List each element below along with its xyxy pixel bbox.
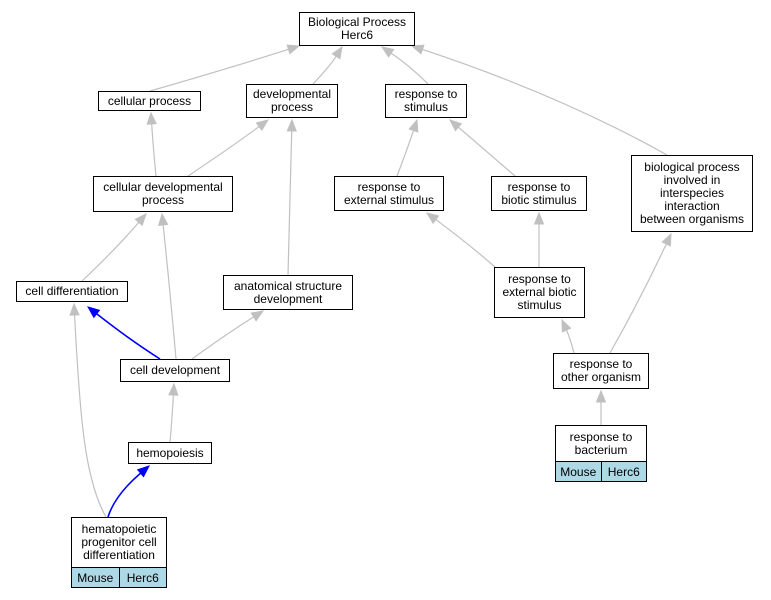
edge-line <box>169 394 174 443</box>
edge-arrowhead <box>661 232 672 247</box>
edge-response_external_biotic_stimulus-to-response_external_stimulus <box>425 212 496 268</box>
edge-line <box>107 472 142 518</box>
edge-cell_development-to-cellular_developmental_process <box>157 212 177 360</box>
node-response-to-stimulus[interactable]: response to stimulus <box>385 84 467 118</box>
edge-arrowhead <box>157 212 169 226</box>
edge-line <box>73 314 107 518</box>
edge-response_bacterium-to-response_other_organism <box>595 389 607 425</box>
hpc-annotation-row: Mouse Herc6 <box>71 567 167 588</box>
node-developmental-process[interactable]: developmental process <box>246 84 338 118</box>
edge-line <box>396 130 415 177</box>
species-tag: Mouse <box>71 567 120 588</box>
edge-line <box>312 55 337 85</box>
edge-arrowhead <box>408 118 419 133</box>
edge-response_other_organism-to-response_external_biotic_stimulus <box>561 318 575 354</box>
edge-arrowhead <box>134 212 147 227</box>
edge-cell_differentiation-to-cellular_developmental_process <box>81 212 147 282</box>
edge-line <box>287 130 293 276</box>
edge-arrowhead <box>250 310 265 322</box>
edge-response_external_biotic_stimulus-to-response_biotic_stimulus <box>533 211 545 268</box>
edge-response_external_stimulus-to-response_to_stimulus <box>396 118 419 177</box>
node-response-to-external-biotic-stimulus[interactable]: response to external biotic stimulus <box>494 267 585 318</box>
node-anatomical-structure-development[interactable]: anatomical structure development <box>223 275 353 310</box>
edge-cellular_process-to-root <box>149 44 301 92</box>
edge-cell_development-to-cell_differentiation <box>86 306 161 360</box>
gene-tag: Herc6 <box>601 461 647 482</box>
edge-arrowhead <box>69 302 80 316</box>
edge-line <box>457 126 516 177</box>
edge-anatomical_structure_development-to-developmental_process <box>286 118 297 276</box>
edge-line <box>81 221 140 282</box>
edge-cell_development-to-anatomical_structure_development <box>191 310 265 360</box>
edge-developmental_process-to-root <box>312 45 343 85</box>
edge-arrowhead <box>146 111 157 125</box>
node-cell-differentiation[interactable]: cell differentiation <box>16 281 128 302</box>
node-response-to-external-stimulus[interactable]: response to external stimulus <box>334 176 444 211</box>
edge-line <box>435 219 496 268</box>
node-interspecies-interaction[interactable]: biological process involved in interspec… <box>631 155 753 232</box>
edge-arrowhead <box>136 465 151 478</box>
edge-hpc_differentiation-to-hemopoiesis <box>107 465 151 518</box>
edge-response_other_organism-to-bp_interspecies <box>609 232 672 354</box>
node-cell-development[interactable]: cell development <box>120 359 230 382</box>
edge-arrowhead <box>255 119 270 132</box>
node-cellular-process[interactable]: cellular process <box>98 91 201 111</box>
edge-arrowhead <box>410 44 425 55</box>
edge-hpc_differentiation-to-cell_differentiation <box>69 302 107 518</box>
edge-line <box>422 48 668 156</box>
edge-line <box>609 243 667 354</box>
edge-response_biotic_stimulus-to-response_to_stimulus <box>448 119 516 177</box>
edge-arrowhead <box>168 382 179 396</box>
edge-line <box>191 316 255 360</box>
edge-cellular_developmental_process-to-developmental_process <box>187 119 270 177</box>
node-response-to-other-organism[interactable]: response to other organism <box>553 353 649 389</box>
node-hematopoietic-progenitor-cell-differentiation[interactable]: hematopoietic progenitor cell differenti… <box>71 517 167 568</box>
edge-arrowhead <box>86 306 101 319</box>
edge-cellular_developmental_process-to-cellular_process <box>146 111 157 177</box>
edge-line <box>187 126 260 177</box>
edge-arrowhead <box>595 389 607 403</box>
edge-bp_interspecies-to-root <box>410 44 668 156</box>
bacterium-annotation-row: Mouse Herc6 <box>555 461 647 482</box>
edge-response_to_stimulus-to-root <box>380 46 429 85</box>
node-response-to-bacterium[interactable]: response to bacterium <box>555 425 647 462</box>
edge-line <box>162 224 177 360</box>
edge-line <box>149 48 289 92</box>
edge-arrowhead <box>286 44 301 55</box>
edge-line <box>390 52 429 85</box>
edge-arrowhead <box>286 118 297 132</box>
species-tag: Mouse <box>555 461 602 482</box>
edge-arrowhead <box>533 211 545 225</box>
edge-arrowhead <box>380 46 395 58</box>
edge-line <box>151 123 157 177</box>
edge-arrowhead <box>425 212 440 225</box>
edge-hemopoiesis-to-cell_development <box>168 382 179 443</box>
node-biological-process-root[interactable]: Biological Process Herc6 <box>299 12 415 46</box>
edge-arrowhead <box>561 318 572 333</box>
edge-line <box>96 313 161 360</box>
node-response-to-biotic-stimulus[interactable]: response to biotic stimulus <box>491 176 587 211</box>
edge-arrowhead <box>448 119 463 132</box>
edge-line <box>565 329 575 354</box>
node-cellular-developmental-process[interactable]: cellular developmental process <box>93 176 233 212</box>
gene-tag: Herc6 <box>119 567 167 588</box>
node-hemopoiesis[interactable]: hemopoiesis <box>128 442 212 464</box>
edge-arrowhead <box>331 45 343 60</box>
